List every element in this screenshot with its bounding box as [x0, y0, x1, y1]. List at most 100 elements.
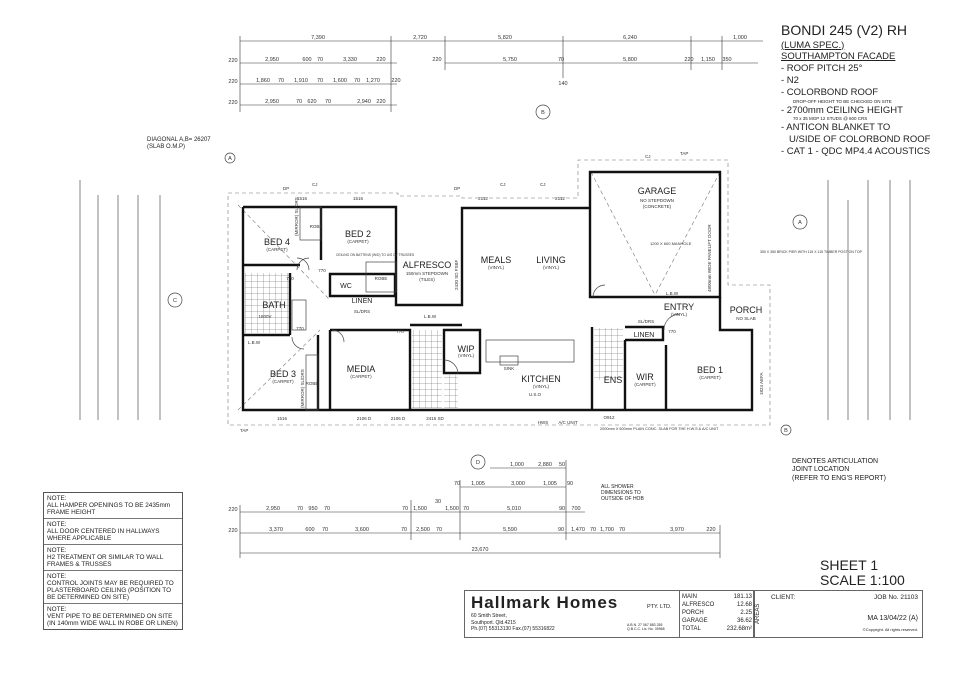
door-width: 770: [396, 329, 404, 334]
svg-text:3,970: 3,970: [670, 527, 684, 533]
bottom-dimensions: 1,000 2,880 50 70 1,005 3,000 1,005 90 2…: [228, 460, 721, 558]
svg-text:3,370: 3,370: [269, 527, 283, 533]
svg-text:(CARPET): (CARPET): [634, 382, 656, 387]
door-width: 1516: [277, 416, 288, 421]
note-line: - ROOF PITCH 25°: [781, 63, 863, 75]
control-joint-label: CJ: [312, 182, 318, 187]
side-dimensions: [79, 180, 911, 420]
svg-text:1,860: 1,860: [256, 78, 270, 84]
window-width: 2112: [555, 196, 565, 201]
svg-text:(CARPET): (CARPET): [347, 239, 369, 244]
svg-text:NO STEPDOWN: NO STEPDOWN: [640, 198, 674, 203]
svg-text:(VINYL): (VINYL): [533, 384, 550, 389]
window-label: 1824 AEFA: [759, 372, 764, 395]
room-entry: ENTRY(VINYL): [664, 302, 694, 317]
svg-text:2,940: 2,940: [357, 99, 371, 105]
svg-text:A: A: [798, 220, 802, 226]
bath-tiles: [245, 273, 289, 333]
shower-note-line: OUTSIDE OF HOB: [601, 496, 644, 502]
plan-title: BONDI 245 (V2) RH: [781, 22, 908, 38]
svg-text:70: 70: [402, 506, 408, 512]
shower-note-line: DIMENSIONS TO: [601, 490, 641, 496]
svg-text:GARAGE: GARAGE: [638, 186, 677, 196]
note-line: - CAT 1 - QDC MP4.4 ACOUSTICS: [781, 145, 931, 157]
brick-pier-note: 350 X 350 BRICK PIER WITH 115 X 115 TIMB…: [760, 250, 863, 254]
robe-label: ROBE: [310, 224, 323, 229]
area-value: 2.25: [740, 610, 752, 616]
area-value: 181.13: [733, 594, 752, 600]
svg-text:BED 2: BED 2: [345, 229, 371, 239]
note-text: VENT PIPE TO BE DETERMINED ON SITE (IN 1…: [47, 613, 178, 627]
svg-text:BED 3: BED 3: [270, 369, 296, 379]
note-line: - ANTICON BLANKET TO: [781, 122, 891, 133]
sliding-doors-label: SL/DRS: [354, 309, 370, 314]
svg-text:1,600: 1,600: [333, 78, 347, 84]
door-width: 2106 D: [357, 416, 372, 421]
areas-label: AREAS: [754, 591, 767, 637]
area-value: 36.62: [736, 618, 752, 624]
svg-text:70: 70: [317, 78, 323, 84]
svg-text:1,910: 1,910: [294, 78, 308, 84]
articulation-line: JOINT LOCATION: [792, 466, 850, 474]
room-bed-4: BED 4(CARPET): [264, 237, 290, 252]
door-swings: [291, 257, 681, 375]
door-width: 1516: [353, 196, 364, 201]
svg-text:2,720: 2,720: [413, 35, 427, 41]
note-box: NOTE:ALL DOOR CENTERED IN HALLWAYS WHERE…: [44, 519, 182, 545]
room-bed-1: BED 1(CARPET): [697, 365, 723, 380]
svg-text:70: 70: [296, 99, 302, 105]
downpipe-label: DP: [454, 186, 460, 191]
svg-text:(CONCRETE): (CONCRETE): [643, 204, 672, 209]
job-number: JOB No. 21103: [874, 594, 918, 601]
room-media: MEDIA(CARPET): [347, 364, 376, 379]
svg-text:LIVING: LIVING: [536, 255, 566, 265]
svg-text:1,470: 1,470: [571, 527, 585, 533]
svg-text:220: 220: [376, 57, 385, 63]
room-kitchen: KITCHEN(VINYL): [521, 374, 561, 389]
control-joint-label: CJ: [500, 182, 506, 187]
section-marker-b-right: B: [780, 424, 792, 436]
tap-label: TAP: [680, 151, 688, 156]
svg-text:BED 4: BED 4: [264, 237, 290, 247]
svg-text:2,950: 2,950: [266, 506, 280, 512]
svg-text:1,005: 1,005: [471, 481, 485, 487]
svg-text:(CARPET): (CARPET): [699, 375, 721, 380]
svg-text:WC: WC: [340, 283, 352, 290]
svg-text:1,000: 1,000: [510, 462, 524, 468]
svg-text:ALFRESCO: ALFRESCO: [403, 260, 452, 270]
note-box: NOTE:H2 TREATMENT OR SIMILAR TO WALL FRA…: [44, 545, 182, 571]
control-joint-label: CJ: [645, 154, 651, 159]
svg-text:3,600: 3,600: [355, 527, 369, 533]
slab-note: 2000mm X 600mm PLAIN CONC. SLAB FOR THE …: [600, 427, 719, 431]
note-line: - N2: [781, 75, 799, 87]
room-meals: MEALS(VINYL): [481, 255, 512, 270]
slab-outline: [227, 159, 771, 426]
laundry-tiles: [412, 330, 442, 408]
svg-text:150mm STEPDOWN: 150mm STEPDOWN: [406, 271, 448, 276]
area-name: PORCH: [682, 610, 704, 616]
sheet-info: SHEET 1 SCALE 1:100: [820, 557, 905, 589]
section-marker-d: D: [470, 454, 486, 470]
section-marker-c: C: [167, 292, 183, 308]
room-wip: WIP(VINYL): [458, 344, 475, 358]
svg-text:70: 70: [436, 527, 442, 533]
svg-text:140: 140: [558, 81, 567, 87]
svg-text:1,500: 1,500: [413, 506, 427, 512]
mirror-sliding-doors-label: (MIRROR) SL/DRS: [300, 369, 305, 408]
downpipe-label: DP: [283, 186, 289, 191]
hws-label: HWS: [538, 420, 549, 425]
svg-text:70: 70: [590, 527, 596, 533]
svg-text:220: 220: [376, 99, 385, 105]
room-living: LIVING(VINYL): [536, 255, 566, 270]
svg-text:(TILES): (TILES): [419, 277, 435, 282]
control-joint-label: CJ: [540, 182, 546, 187]
ac-unit-label: A/C UNIT: [558, 420, 578, 425]
svg-text:220: 220: [684, 57, 693, 63]
top-dimensions: 7,390 2,720 5,820 6,240 1,000 220 2,950 …: [228, 35, 763, 112]
svg-text:1800V: 1800V: [258, 314, 271, 319]
svg-text:70: 70: [322, 527, 328, 533]
svg-text:70: 70: [454, 481, 460, 487]
title-block: Hallmark Homes PTY. LTD. 60 Smith Street…: [464, 590, 923, 638]
note-box: NOTE:CONTROL JOINTS MAY BE REQUIRED TO P…: [44, 571, 182, 604]
